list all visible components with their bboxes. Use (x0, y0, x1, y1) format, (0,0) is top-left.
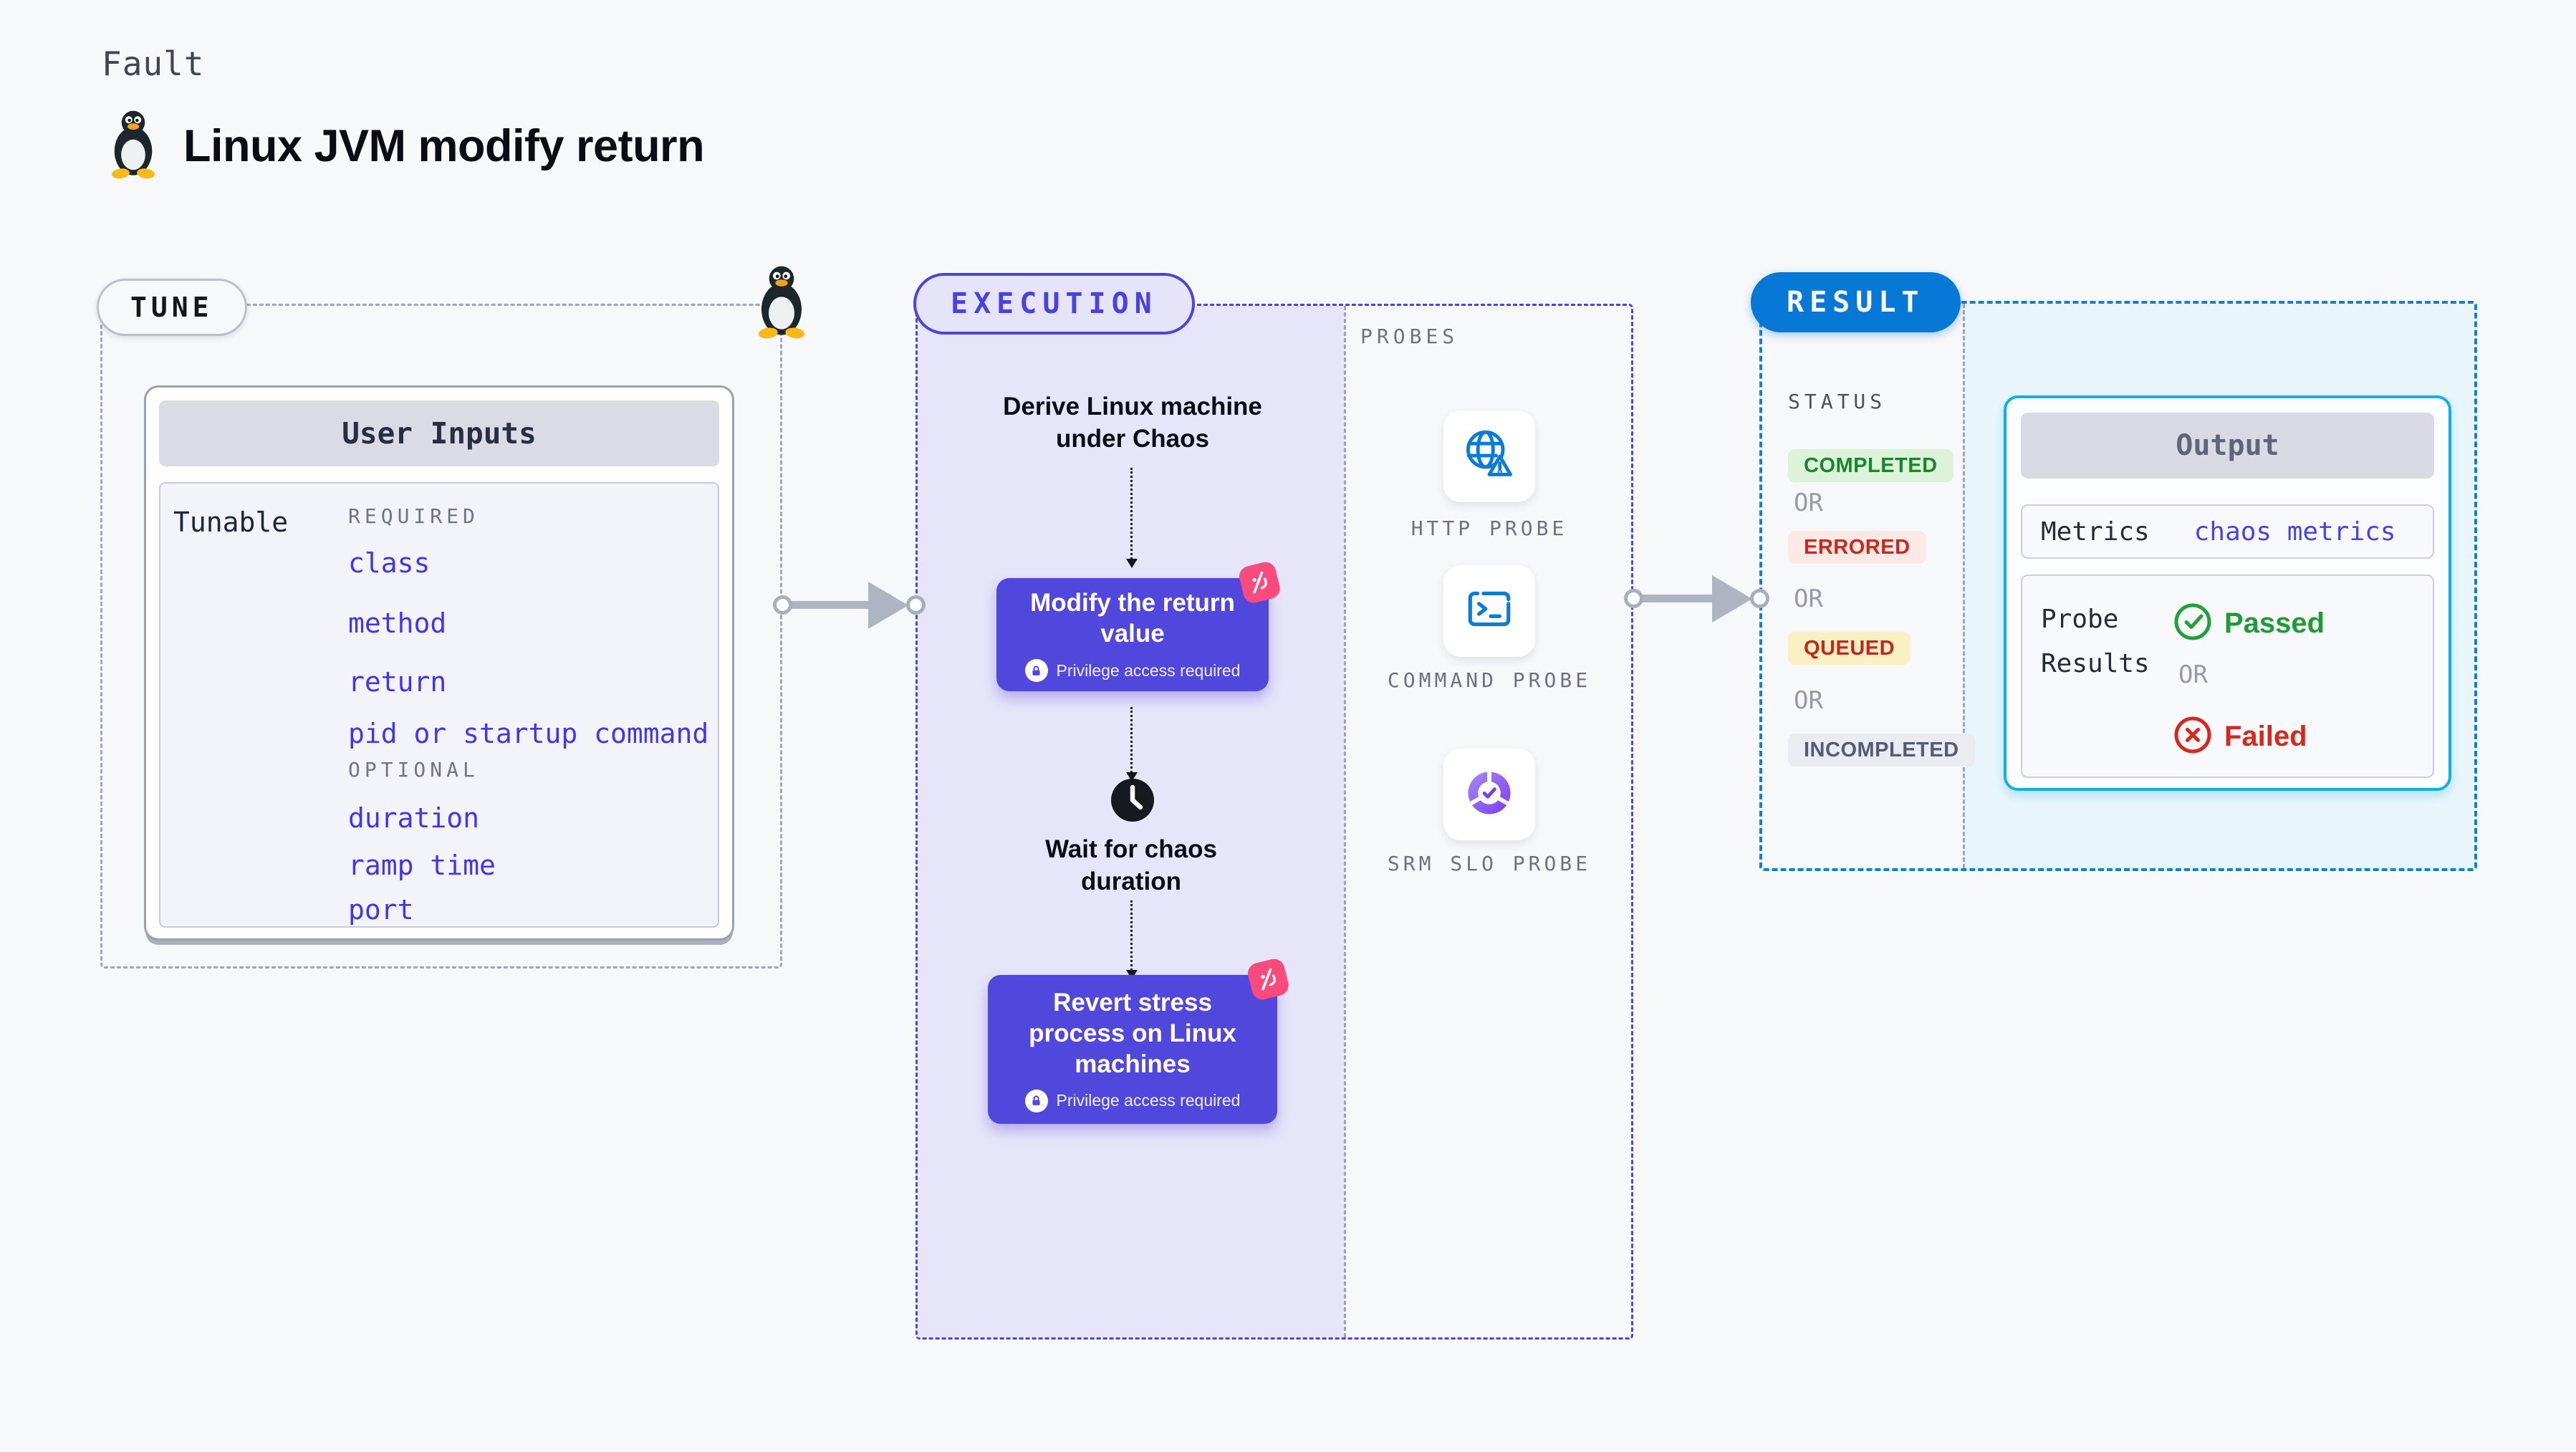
connector-dot (773, 595, 792, 615)
input-pid-or-startup-command: pid or startup command (348, 718, 709, 749)
result-separator (1963, 304, 1965, 868)
result-section: RESULT STATUS COMPLETED OR ERRORED OR QU… (1751, 272, 2477, 871)
connector-dot (1750, 589, 1769, 608)
command-probe-label: COMMAND PROBE (1387, 668, 1592, 692)
srm-slo-probe-label: SRM SLO PROBE (1387, 852, 1592, 875)
arrow-head-icon (868, 582, 908, 629)
tune-label-pill: TUNE (97, 279, 247, 336)
tux-penguin-icon (751, 264, 812, 342)
connector-dot (1624, 589, 1643, 608)
clock-icon (1110, 777, 1155, 827)
lock-icon (1024, 1089, 1048, 1112)
input-duration: duration (348, 802, 480, 834)
status-heading: STATUS (1788, 390, 1887, 413)
result-label-pill: RESULT (1751, 272, 1961, 332)
privilege-row: Privilege access required (1024, 659, 1241, 682)
chaos-badge-icon (1244, 955, 1293, 1007)
arrow-execution-to-result (1638, 595, 1716, 602)
revert-stress-node: Revert stress process on Linux machines … (988, 958, 1289, 1124)
fault-eyebrow: Fault (102, 44, 205, 83)
user-inputs-card: User Inputs Tunable REQUIRED class metho… (144, 385, 734, 941)
command-probe-tile (1443, 565, 1535, 657)
connector-dot (906, 595, 926, 615)
output-title: Output (2021, 413, 2434, 479)
input-port: port (348, 894, 414, 925)
chaos-badge-icon (1235, 558, 1284, 610)
srm-slo-probe-tile (1443, 749, 1535, 840)
probes-heading: PROBES (1360, 324, 1459, 348)
or-separator: OR (1794, 489, 1823, 517)
tune-section: TUNE User Inputs Tunable REQUIRED class … (97, 266, 805, 968)
check-circle-icon (2173, 602, 2213, 645)
slo-pie-check-icon (1462, 766, 1517, 824)
user-inputs-list: Tunable REQUIRED class method return pid… (159, 482, 719, 928)
probe-results-label: Probe Results (2041, 605, 2150, 678)
globe-alert-icon (1462, 428, 1517, 486)
node-title: Revert stress process on Linux machines (1029, 988, 1236, 1078)
derive-step-text: Derive Linux machine under Chaos (1003, 393, 1262, 453)
metrics-row: Metrics chaos metrics (2021, 504, 2434, 559)
required-heading: REQUIRED (348, 504, 479, 528)
input-method: method (348, 607, 447, 639)
probes-separator (1344, 306, 1346, 1337)
flow-arrow (1125, 707, 1138, 782)
passed-result: Passed (2173, 602, 2325, 645)
input-ramp-time: ramp time (348, 850, 496, 881)
metrics-label: Metrics (2041, 516, 2150, 547)
arrow-tune-to-execution (787, 601, 873, 609)
status-badge-queued: QUEUED (1788, 632, 1911, 665)
terminal-icon (1463, 583, 1516, 640)
flow-arrow (1125, 900, 1138, 979)
x-circle-icon (2173, 715, 2213, 759)
failed-label: Failed (2224, 721, 2307, 752)
title-row: Linux JVM modify return (105, 109, 705, 183)
optional-heading: OPTIONAL (348, 758, 479, 782)
privilege-row: Privilege access required (1024, 1089, 1241, 1112)
tux-penguin-icon (105, 109, 162, 183)
user-inputs-title: User Inputs (159, 400, 719, 466)
status-badge-errored: ERRORED (1788, 531, 1926, 564)
lock-icon (1024, 659, 1048, 682)
passed-label: Passed (2224, 607, 2325, 639)
wait-step-text: Wait for chaos duration (1045, 835, 1217, 895)
or-separator: OR (2178, 660, 2208, 689)
http-probe-tile (1443, 410, 1535, 502)
privilege-note: Privilege access required (1056, 660, 1241, 680)
output-card: Output Metrics chaos metrics Probe Resul… (2004, 395, 2451, 791)
privilege-note: Privilege access required (1056, 1091, 1241, 1110)
input-return: return (348, 666, 447, 698)
failed-result: Failed (2173, 715, 2307, 759)
input-class: class (348, 547, 431, 579)
probe-results-row: Probe Results Passed OR (2021, 574, 2434, 778)
execution-section: EXECUTION Derive Linux machine under Cha… (913, 273, 1633, 1340)
modify-return-node: Modify the return value Privilege access… (996, 562, 1280, 691)
http-probe-label: HTTP PROBE (1410, 516, 1568, 540)
status-badge-incompleted: INCOMPLETED (1788, 734, 1975, 766)
flow-arrow (1125, 468, 1138, 568)
arrow-head-icon (1712, 575, 1752, 622)
execution-label-pill: EXECUTION (913, 273, 1195, 335)
or-separator: OR (1794, 585, 1823, 613)
node-title: Modify the return value (1030, 589, 1235, 648)
metrics-value: chaos metrics (2193, 516, 2396, 547)
tunable-label: Tunable (173, 506, 289, 538)
status-badge-completed: COMPLETED (1788, 449, 1953, 482)
or-separator: OR (1794, 686, 1823, 715)
page-title: Linux JVM modify return (183, 120, 705, 171)
